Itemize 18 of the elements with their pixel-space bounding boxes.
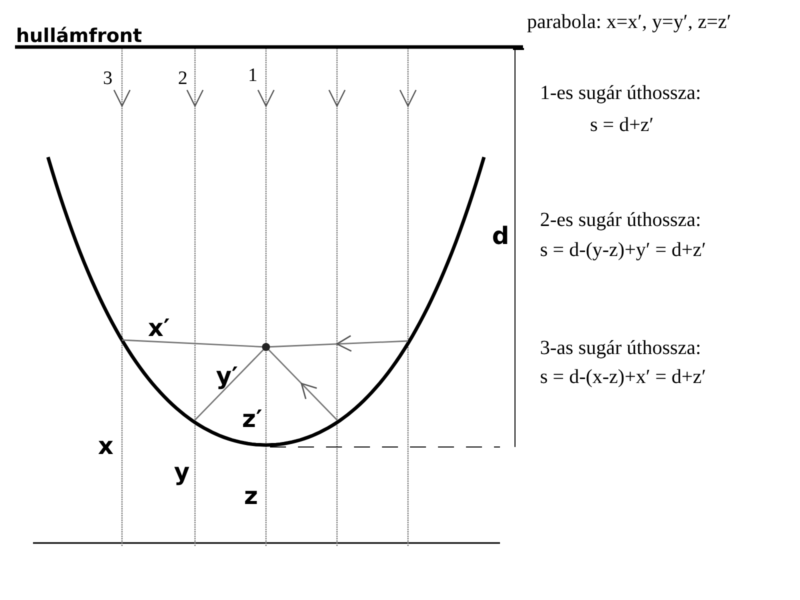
- segment-label: x′: [148, 316, 170, 340]
- ray-number: 1: [248, 66, 258, 85]
- note-text: parabola: x=x′, y=y′, z=z′: [527, 12, 732, 32]
- formula-text: s = d-(x-z)+x′ = d+z′: [540, 367, 706, 387]
- ray-number: 3: [103, 69, 112, 88]
- formula-text: s = d+z′: [590, 115, 654, 135]
- path-length-heading: 3-as sugár úthossza:: [540, 338, 702, 358]
- segment-label: x: [98, 434, 114, 458]
- wavefront-label: hullámfront: [16, 27, 142, 46]
- segment-label: y′: [216, 364, 238, 388]
- formula-text: s = d-(y-z)+y′ = d+z′: [540, 240, 706, 260]
- path-length-heading: 2-es sugár úthossza:: [540, 210, 702, 230]
- segment-label: y: [174, 460, 190, 484]
- path-length-heading: 1-es sugár úthossza:: [540, 83, 702, 103]
- segment-label: z′: [242, 407, 262, 431]
- segment-label: z: [244, 484, 258, 508]
- dimension-label: d: [492, 224, 510, 248]
- ray-number: 2: [178, 69, 188, 88]
